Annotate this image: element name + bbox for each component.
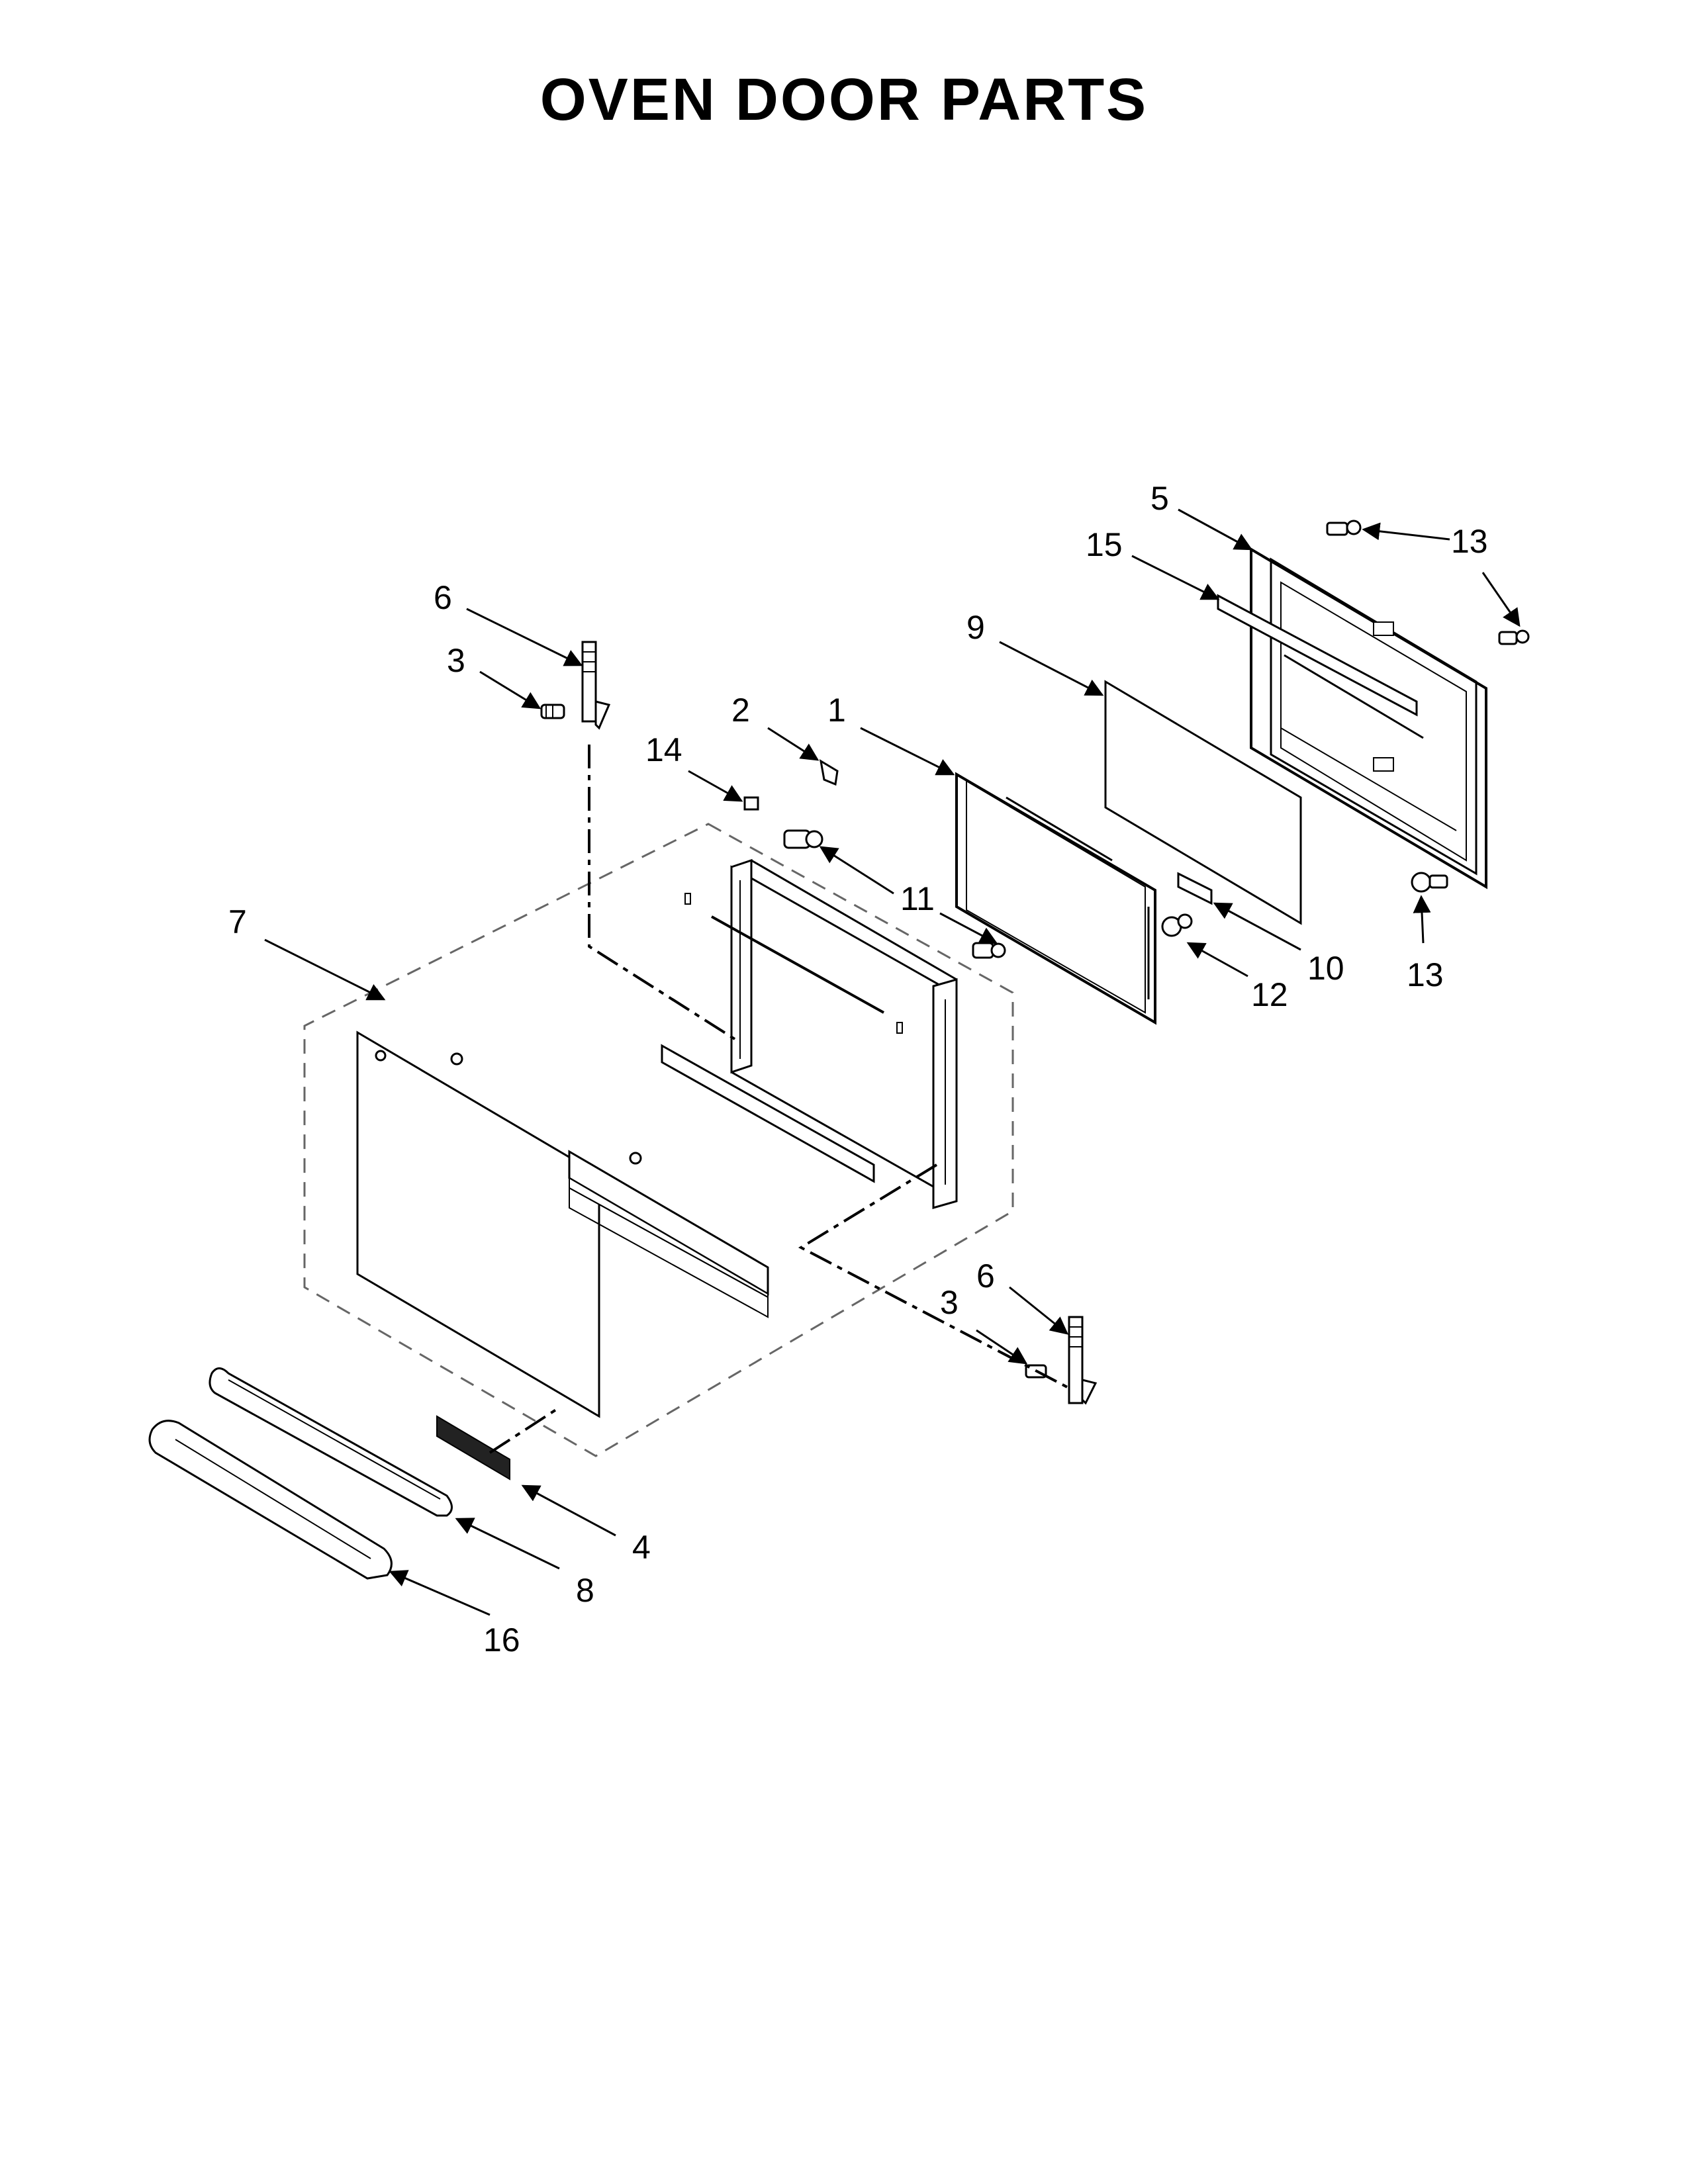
- block-part: [1177, 872, 1213, 905]
- leader-6b: [1009, 1286, 1069, 1335]
- alignment-lines: [489, 745, 1073, 1454]
- leader-13c: [1413, 895, 1431, 944]
- door-glass-pane-part: [1104, 680, 1302, 925]
- callout-6b: 6: [976, 1257, 995, 1295]
- callout-7: 7: [228, 903, 247, 940]
- back-door-frame-part: [1250, 547, 1487, 889]
- leader-1: [860, 727, 955, 776]
- leader-8: [455, 1518, 560, 1570]
- leader-11b: [939, 912, 998, 944]
- callout-12: 12: [1251, 976, 1288, 1013]
- screw-part-11-b: [972, 942, 1006, 959]
- inner-glass-frame-part: [955, 772, 1156, 1025]
- leader-7: [264, 938, 386, 1001]
- hinge-part-6-top: [581, 641, 611, 730]
- leader-14: [688, 770, 743, 802]
- callout-3b: 3: [940, 1284, 959, 1321]
- callout-1: 1: [827, 692, 846, 729]
- screw-part-12: [1161, 913, 1193, 937]
- callout-6a: 6: [434, 579, 452, 616]
- screw-part-3-top: [540, 704, 565, 719]
- leader-13b: [1481, 572, 1521, 627]
- leader-5: [1178, 508, 1253, 551]
- leader-11a: [819, 846, 894, 895]
- callout-14: 14: [645, 731, 682, 768]
- callout-2: 2: [731, 692, 750, 729]
- leader-16: [389, 1570, 491, 1616]
- hinge-part-6-bottom: [1068, 1316, 1098, 1405]
- clip-part: [743, 796, 759, 811]
- inner-door-frame-part: [684, 858, 958, 1209]
- leader-10: [1213, 902, 1301, 951]
- leader-arrows: [264, 508, 1521, 1616]
- callout-13a: 13: [1451, 523, 1488, 560]
- handle-part-8: [209, 1367, 453, 1517]
- callout-11: 11: [900, 880, 935, 917]
- callout-labels: 5 13 15 9 13 6 3 2 1 14 11 7 10 12 13 6 …: [228, 480, 1488, 1659]
- leader-4: [521, 1484, 616, 1537]
- leader-2: [767, 727, 820, 761]
- callout-13c: 13: [1407, 956, 1444, 993]
- callout-10: 10: [1307, 950, 1344, 987]
- leader-3a: [479, 670, 541, 709]
- callout-9: 9: [966, 609, 985, 646]
- leader-13a: [1362, 522, 1450, 541]
- screw-part-13-b: [1498, 629, 1530, 645]
- leader-15: [1131, 555, 1220, 600]
- callout-8: 8: [576, 1572, 594, 1609]
- leader-12: [1186, 942, 1248, 978]
- callout-15: 15: [1086, 526, 1123, 563]
- callout-16: 16: [483, 1621, 520, 1659]
- handle-part-16: [148, 1420, 393, 1580]
- leader-3b: [976, 1329, 1028, 1365]
- callout-4: 4: [632, 1529, 651, 1566]
- door-strip-part: [1217, 594, 1418, 717]
- callout-5: 5: [1150, 480, 1169, 517]
- screw-part-11-a: [783, 829, 823, 849]
- leader-9: [999, 641, 1104, 696]
- badge-part: [436, 1415, 510, 1480]
- callout-3a: 3: [447, 642, 465, 679]
- screw-part-13-c: [1411, 872, 1448, 893]
- screw-part-13-a: [1326, 520, 1362, 536]
- page-title: OVEN DOOR PARTS: [539, 67, 1149, 133]
- outer-door-outline: [303, 823, 1014, 1457]
- leader-6a: [466, 608, 583, 666]
- outer-door-glass-part: [356, 1030, 875, 1418]
- bracket-part: [819, 759, 839, 786]
